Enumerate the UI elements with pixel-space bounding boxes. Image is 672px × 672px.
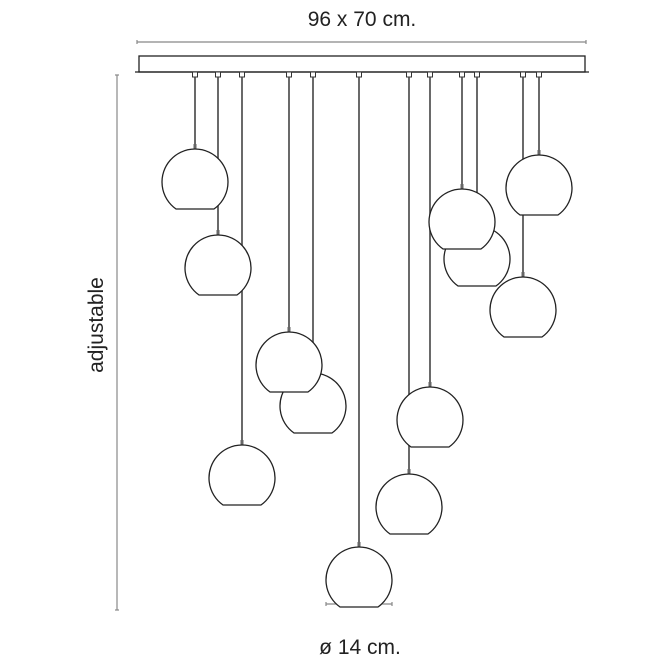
globe-fitting xyxy=(537,150,541,155)
globe-fitting xyxy=(240,440,244,445)
cord-connector xyxy=(286,71,292,78)
cord-connector xyxy=(192,71,198,78)
cord-connector xyxy=(520,71,526,78)
globe-fitting xyxy=(428,382,432,387)
globe-fitting xyxy=(216,230,220,235)
glass-globe xyxy=(396,386,464,448)
globe-fitting xyxy=(357,542,361,547)
glass-globe xyxy=(325,546,393,608)
globe-fitting xyxy=(287,327,291,332)
cord-connector xyxy=(536,71,542,78)
glass-globe xyxy=(208,444,276,506)
glass-globe xyxy=(489,276,557,338)
height-label: adjustable xyxy=(85,277,108,373)
glass-globe xyxy=(184,234,252,296)
glass-globe xyxy=(255,331,323,393)
glass-globe xyxy=(161,148,229,210)
ceiling-canopy xyxy=(138,55,586,73)
glass-globe xyxy=(505,154,573,216)
cord-connector xyxy=(459,71,465,78)
globe-fitting xyxy=(521,272,525,277)
globe-fitting xyxy=(193,144,197,149)
cord-connector xyxy=(474,71,480,78)
cord-connector xyxy=(427,71,433,78)
globe-fitting xyxy=(460,184,464,189)
cord-connector xyxy=(310,71,316,78)
height-dimension-line xyxy=(115,74,119,611)
cord-connector xyxy=(215,71,221,78)
width-dimension-line xyxy=(136,40,587,44)
glass-globe xyxy=(375,473,443,535)
cord-connector xyxy=(239,71,245,78)
globe-fitting xyxy=(407,469,411,474)
cord-connector xyxy=(356,71,362,78)
glass-globe xyxy=(428,188,496,250)
diameter-label: ø 14 cm. xyxy=(319,636,401,659)
width-label: 96 x 70 cm. xyxy=(307,8,417,31)
cord-connector xyxy=(406,71,412,78)
